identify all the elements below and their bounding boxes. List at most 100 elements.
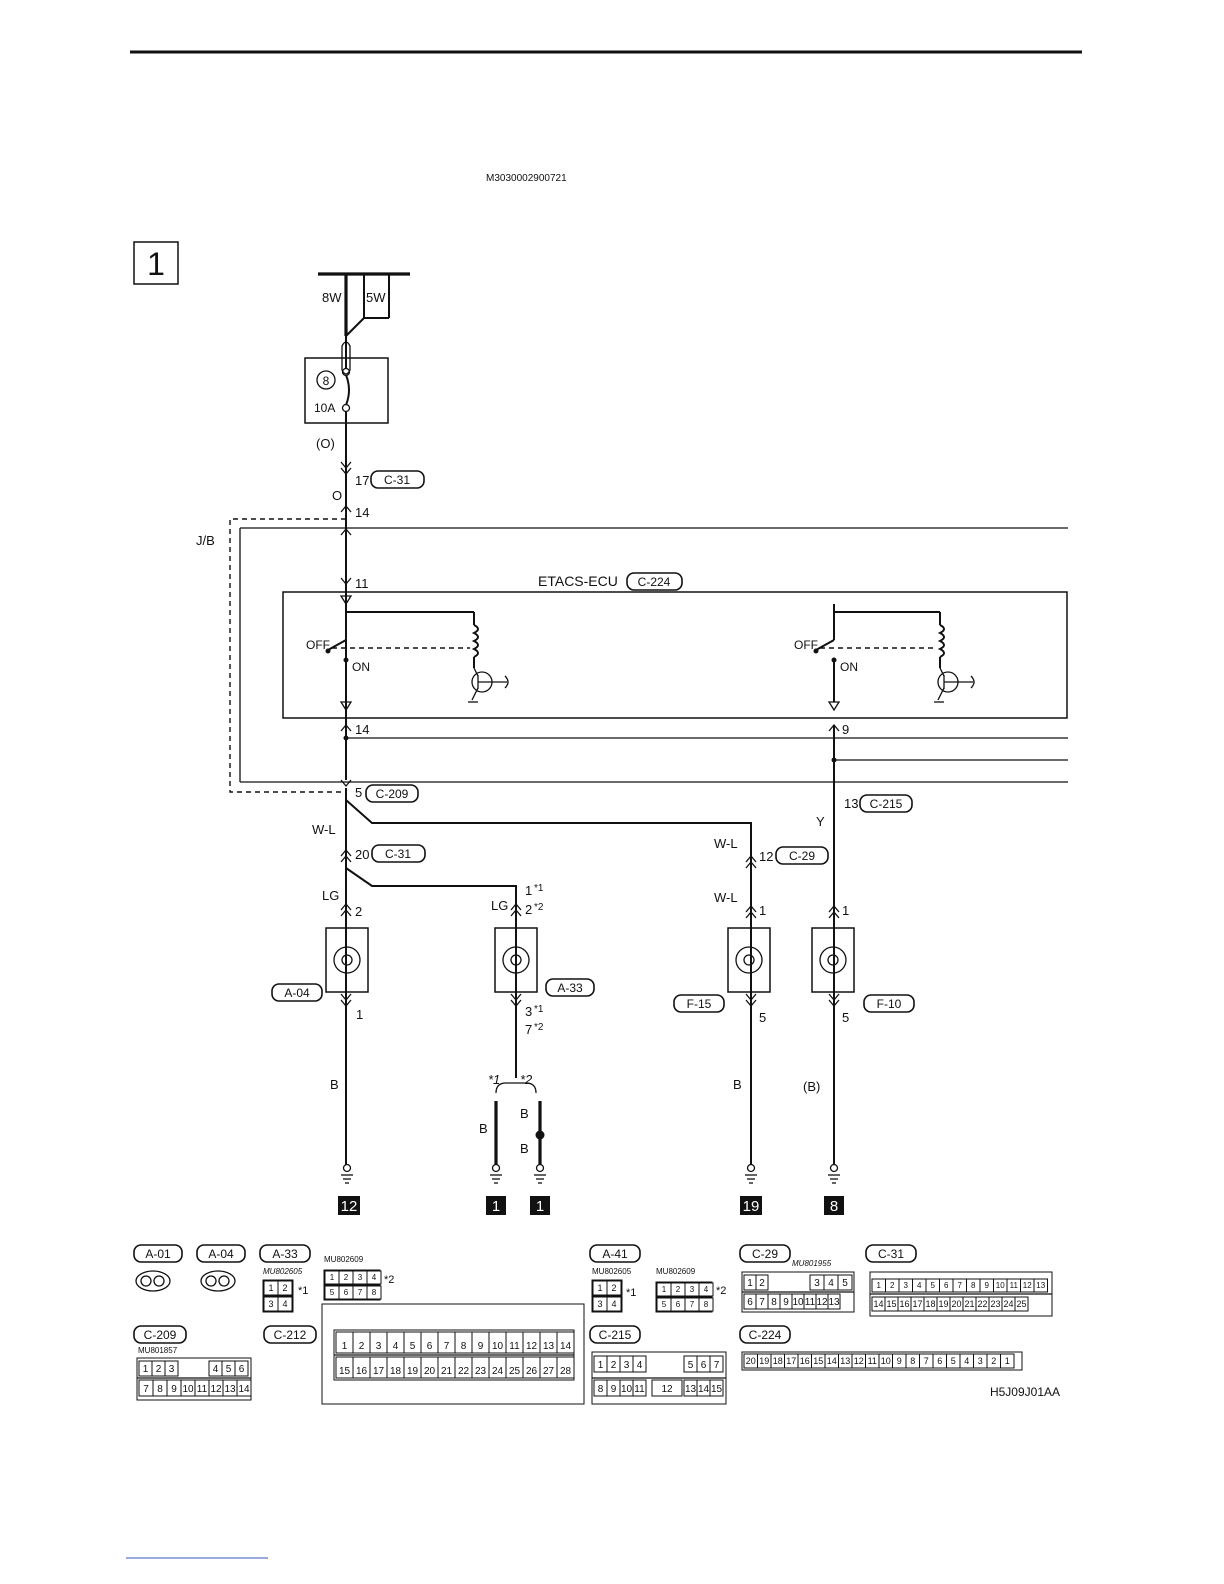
pin-number: 16: [899, 1299, 909, 1309]
pin-number: 9: [985, 1281, 990, 1290]
pin-number: 15: [711, 1384, 723, 1395]
pin-number: 3: [169, 1364, 175, 1375]
switch-on-right: ON: [840, 660, 858, 674]
legend-c224: C-224: [749, 1328, 782, 1342]
pin-cell: [1014, 1296, 1029, 1312]
legend-c31: C-31: [878, 1247, 904, 1261]
power-source: 8W 5W: [318, 272, 410, 337]
pin-number: 9: [171, 1384, 177, 1395]
switch-off-right: OFF: [794, 638, 818, 652]
switch-on-left: ON: [352, 660, 370, 674]
pin-number: 8: [372, 1288, 377, 1297]
wire-lg-2: LG: [491, 898, 508, 913]
pin-cell: [164, 1360, 179, 1377]
a33-pin-bot-2: 7: [525, 1022, 532, 1037]
pin-number: 12: [661, 1384, 673, 1395]
pin-number: 23: [475, 1366, 487, 1377]
pin-number: 14: [560, 1341, 572, 1352]
c31b-pill: [371, 844, 426, 863]
lamp-a33: A-33 3 *1 7 *2: [494, 927, 595, 1037]
legend-mu802609-b: MU802609: [656, 1267, 696, 1276]
lamp-f10: F-10 5: [811, 927, 915, 1025]
pin-number: 11: [805, 1297, 816, 1308]
pin-number: 14: [873, 1299, 883, 1309]
pin-number: 2: [344, 1273, 349, 1282]
legend-a01: A-01: [145, 1247, 171, 1261]
pin-number: 1: [1005, 1356, 1010, 1366]
pin-number: 27: [543, 1366, 555, 1377]
ground-wire-b2: B: [479, 1121, 488, 1136]
ecu-connector: C-224: [638, 575, 671, 589]
pin-number: 5: [410, 1341, 416, 1352]
ground-wire-b4: B: [733, 1077, 742, 1092]
wire-label-8w: 8W: [322, 290, 342, 305]
a04-pin-1: 1: [356, 1007, 363, 1022]
pin-number: 19: [759, 1356, 769, 1366]
pin-number: 7: [143, 1384, 149, 1395]
pin-number: 10: [492, 1341, 504, 1352]
pin-number: 16: [800, 1356, 810, 1366]
pin-number: 3: [904, 1281, 909, 1290]
pin-number: 28: [560, 1366, 572, 1377]
pin-number: 12: [816, 1297, 828, 1308]
pin-number: 16: [356, 1366, 368, 1377]
ground-wire-b5: (B): [803, 1079, 820, 1094]
c29-pill: [775, 846, 829, 865]
pin-number: 3: [376, 1341, 382, 1352]
ground-wire-b1: B: [330, 1077, 339, 1092]
pin-cell: [556, 1356, 575, 1379]
pin-number: 1: [662, 1285, 667, 1294]
pin-number: 4: [828, 1278, 834, 1289]
ecu-title: ETACS-ECU: [538, 573, 618, 589]
pin-number: 4: [393, 1341, 399, 1352]
pin-number: 3: [358, 1273, 363, 1282]
pin-number: 15: [886, 1299, 896, 1309]
pin-number: 6: [944, 1281, 949, 1290]
wire-wl-2: W-L: [714, 836, 738, 851]
ground-point-8: 8: [830, 1198, 838, 1215]
pin-cell: [277, 1280, 293, 1296]
a04-label: A-04: [284, 986, 310, 1000]
pin-number: 8: [461, 1341, 467, 1352]
connector-legend: A-01 A-04 A-33 MU802605 *1 MU802609 *2 A…: [133, 1244, 1053, 1405]
ground-point-19: 19: [743, 1198, 760, 1215]
pin-number: 22: [458, 1366, 470, 1377]
pin-number: 17: [373, 1366, 385, 1377]
legend-mu802605-a: MU802605: [263, 1267, 303, 1276]
section-number-box: [133, 241, 179, 285]
fuse-rating: 10A: [314, 401, 335, 415]
pin-number: 2: [156, 1364, 162, 1375]
pin-number: 26: [526, 1366, 538, 1377]
pin-number: 11: [1010, 1281, 1019, 1290]
pin-number: 9: [478, 1341, 484, 1352]
legend-c209: C-209: [144, 1328, 177, 1342]
pin-number: 23: [990, 1299, 1000, 1309]
pin-cell: [234, 1360, 249, 1377]
pin-number: 10: [792, 1297, 804, 1308]
pin-number: 8: [704, 1300, 709, 1309]
pin-cell: [755, 1274, 769, 1291]
pin-number: 21: [964, 1299, 974, 1309]
pin-number: 8: [598, 1384, 604, 1395]
legend-star2-a: *2: [384, 1274, 394, 1286]
pin-number: 18: [925, 1299, 935, 1309]
c209-pill: [365, 784, 419, 803]
pin-number: 13: [543, 1341, 555, 1352]
pin-number: 2: [759, 1278, 765, 1289]
pin-cell: [1033, 1278, 1048, 1293]
a33-star-top-2: *2: [534, 902, 544, 913]
pin-number: 24: [1003, 1299, 1013, 1309]
a33-star-top-1: *1: [534, 883, 544, 894]
pin-number: 1: [330, 1273, 335, 1282]
c215-pill: [859, 794, 913, 813]
pin-number: 3: [624, 1360, 630, 1371]
pin-number: 2: [611, 1360, 617, 1371]
pin-number: 9: [611, 1384, 617, 1395]
pin-cell: [1000, 1353, 1015, 1369]
pin-number: 7: [714, 1360, 720, 1371]
pin-cell: [366, 1270, 382, 1285]
pin-number: 3: [597, 1299, 602, 1309]
pin-number: 10: [182, 1384, 194, 1395]
ground-wire-b3: B: [520, 1106, 529, 1121]
